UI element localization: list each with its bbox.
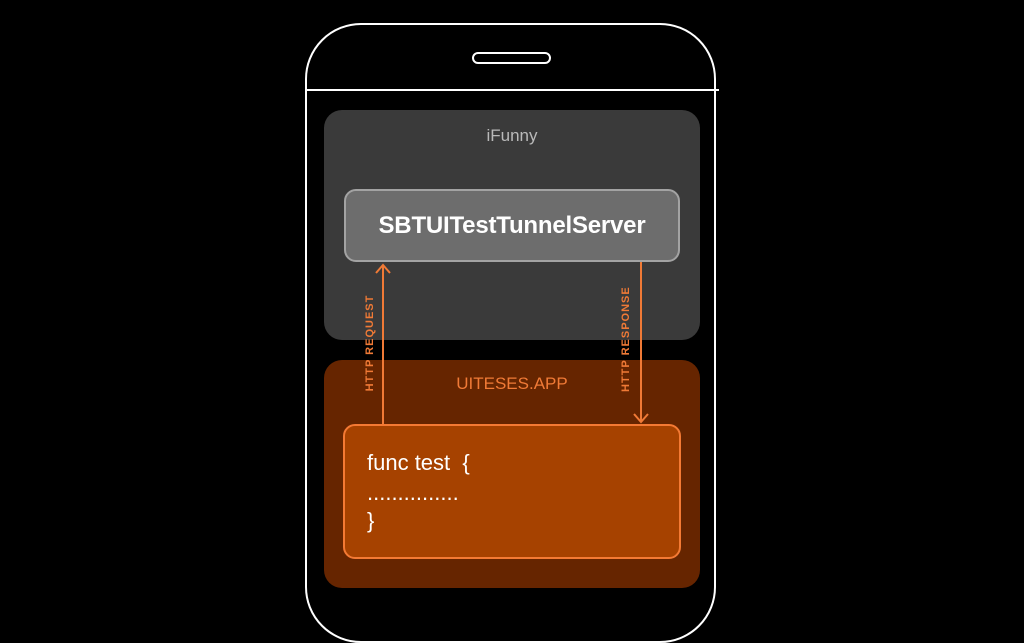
- response-arrow-label: HTTP RESPONSE: [620, 286, 632, 392]
- request-arrow-label: HTTP REQUEST: [364, 294, 376, 392]
- request-arrowhead: [375, 263, 391, 274]
- code-line: func test {: [367, 450, 470, 475]
- arrows-layer: [375, 262, 649, 424]
- response-arrowhead: [633, 413, 649, 424]
- code-line: ...............: [367, 480, 459, 505]
- response-arrow: [633, 262, 649, 424]
- request-arrow: [375, 263, 391, 424]
- tests-panel-title: UITESES.APP: [456, 374, 568, 393]
- code-box: func test { ............... }: [343, 424, 681, 559]
- phone-speaker: [472, 52, 551, 64]
- diagram-canvas: iFunny UITESES.APP SBTUITestTunnelServer…: [305, 23, 719, 643]
- phone-top-divider: [306, 89, 719, 91]
- app-panel-title: iFunny: [486, 126, 538, 145]
- server-box-label: SBTUITestTunnelServer: [378, 211, 646, 239]
- code-line: }: [367, 508, 375, 533]
- server-box: SBTUITestTunnelServer: [344, 189, 680, 262]
